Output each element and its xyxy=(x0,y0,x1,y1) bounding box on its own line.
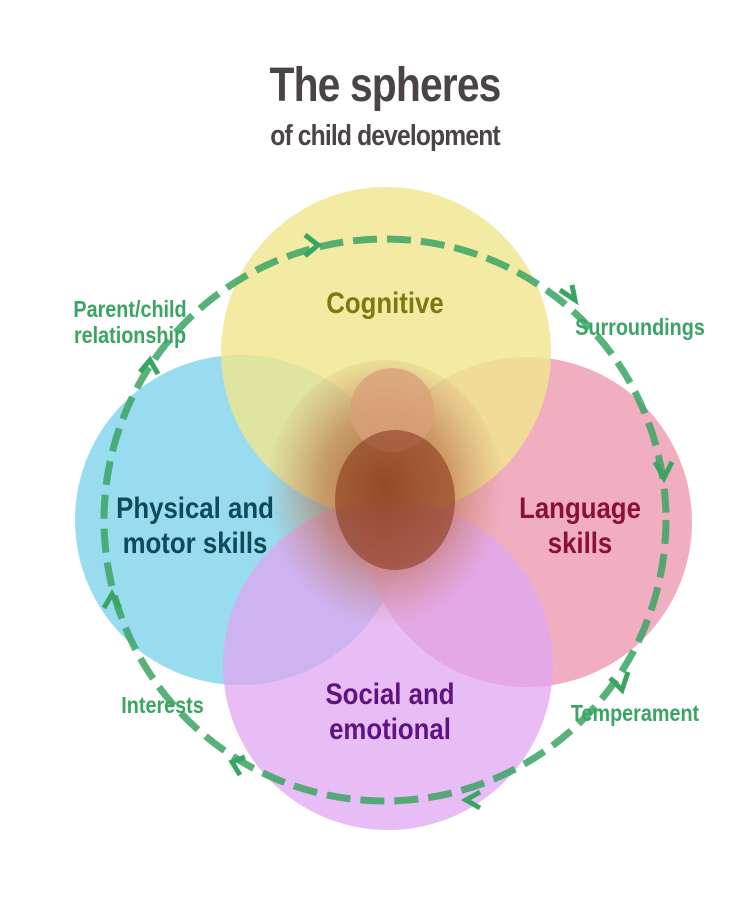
label-social-line2: emotional xyxy=(329,712,451,746)
factor-parent-child: Parent/child relationship xyxy=(66,296,195,349)
page-subtitle: of child development xyxy=(270,120,500,152)
cycle-arrow-icons xyxy=(101,233,675,811)
influence-cycle xyxy=(100,235,670,805)
factor-interests: Interests xyxy=(121,692,204,718)
label-physical-line1: Physical and xyxy=(116,492,274,525)
label-physical-line2: motor skills xyxy=(122,526,268,560)
factor-surroundings: Surroundings xyxy=(575,314,705,340)
label-social-line1: Social and xyxy=(325,678,455,711)
label-cognitive: Cognitive xyxy=(326,287,444,320)
baby-photo xyxy=(265,360,505,640)
label-language-line2: skills xyxy=(547,526,613,560)
label-physical: Physical and motor skills xyxy=(113,492,276,561)
factor-parent-child-line1: Parent/child xyxy=(73,296,187,322)
label-language-line1: Language xyxy=(519,492,641,525)
page-title: The spheres xyxy=(269,59,501,112)
factor-parent-child-line2: relationship xyxy=(73,322,187,349)
label-social: Social and emotional xyxy=(317,678,463,747)
label-language: Language skills xyxy=(516,492,645,561)
factor-temperament: Temperament xyxy=(570,700,700,726)
